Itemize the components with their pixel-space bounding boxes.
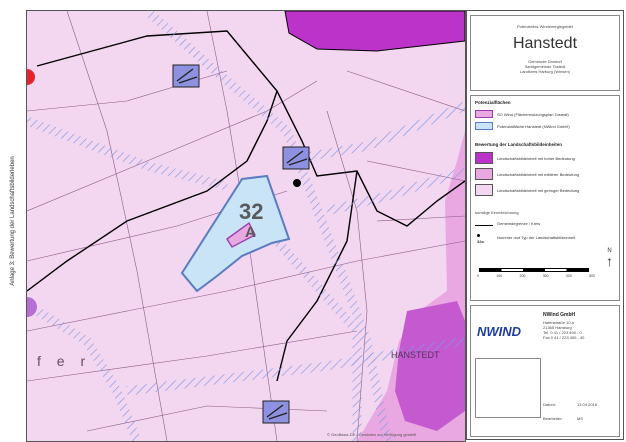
red-marker — [27, 69, 35, 85]
north-arrow-icon: N ↑ — [606, 248, 613, 269]
legend-item-medium: Landschaftsbildeinheit mit mittlerer Bed… — [497, 172, 580, 177]
town-label: HANSTEDT — [391, 350, 440, 360]
dot-symbol — [477, 234, 480, 237]
company-name: NWind GmbH — [543, 312, 576, 318]
wind-icon — [262, 400, 290, 424]
parcel-lines — [27, 11, 465, 441]
map-canvas[interactable]: 32 A HANSTEDT f e r © GeoBasis-DE / Geod… — [27, 11, 465, 441]
legend-title: Hanstedt — [512, 35, 578, 52]
legend-item-so-wind: SO Wind (Flächennutzungsplan Tostedt) — [497, 112, 569, 117]
legend-community: Gemeinde Dorstorf — [528, 59, 562, 64]
legend-joint-community: Samtgemeinde Tostedt — [524, 64, 566, 69]
legend-panel: Potenzielles Windenergiegebiet Hanstedt … — [466, 10, 624, 440]
area-symbol-label: 32a — [477, 239, 484, 244]
map-frame[interactable]: 32 A HANSTEDT f e r © GeoBasis-DE / Geod… — [26, 10, 466, 442]
legend-item-high: Landschaftsbildeinheit mit hoher Bedeutu… — [497, 156, 575, 161]
legend-company-block: NWIND NWind GmbH Hafenstraße 10 a 21365 … — [470, 305, 620, 437]
wind-icon — [282, 146, 310, 170]
notes-block — [475, 358, 541, 418]
legend-item-low: Landschaftsbildeinheit mit geringer Bede… — [497, 188, 580, 193]
community-border — [27, 30, 465, 382]
high-value-region-right — [395, 301, 465, 431]
company-address: Hafenstraße 10 a 21365 Hamburg Tel. 0 41… — [543, 320, 585, 340]
map-copyright: © GeoBasis-DE / Geodaten zur Verfügung g… — [327, 432, 417, 437]
vertical-caption: Anlage 3: Bewertung der Landschaftsbilde… — [2, 0, 24, 442]
high-value-region-top — [284, 11, 465, 52]
vertical-caption-text: Anlage 3: Bewertung der Landschaftsbilde… — [10, 156, 16, 286]
author-value: MS — [577, 416, 583, 421]
legend-item-potential: Potenzialfläche Hanstedt (NWind GmbH) — [497, 124, 570, 129]
so-wind-area[interactable] — [226, 221, 256, 248]
date-label: Datum: — [543, 402, 556, 407]
legend-title-block: Potenzielles Windenergiegebiet Hanstedt … — [470, 15, 620, 91]
swatch-low — [475, 184, 493, 196]
left-purple-fragment — [27, 297, 37, 317]
legend-subtitle: Potenzielles Windenergiegebiet — [516, 24, 574, 29]
legend-key-block: Potenzialflächen SO Wind (Flächennutzung… — [470, 95, 620, 301]
swatch-potential — [475, 122, 493, 130]
wind-icon — [172, 64, 200, 88]
swatch-so-wind — [475, 110, 493, 118]
scale-labels: 0 100 200 300 400 500 — [477, 274, 595, 278]
author-label: Bearbeiter: — [543, 416, 563, 421]
location-point — [293, 179, 301, 187]
road-corridors — [27, 11, 465, 441]
rating-header: Bewertung der Landschaftsbildeinheiten — [475, 142, 563, 147]
other-header: sonstige Kennzeichnung — [475, 210, 519, 215]
legend-item-area-number: Nummer und Typ der Landschaftsbildeinhei… — [497, 235, 576, 240]
legend-item-border: Gemeindegrenze / Kreis — [497, 221, 541, 226]
potential-header: Potenzialflächen — [475, 100, 511, 105]
swatch-border — [475, 220, 493, 226]
area-number-label: 32 — [239, 199, 263, 224]
fragment-label: f e r — [37, 353, 91, 369]
swatch-high — [475, 152, 493, 164]
area-letter-label: A — [245, 224, 256, 241]
swatch-medium — [475, 168, 493, 180]
date-value: 13.04.2016 — [577, 402, 598, 407]
company-logo: NWIND — [477, 324, 522, 339]
scale-bar — [479, 268, 589, 272]
legend-district: Landkreis Harburg (Winsen) — [519, 69, 571, 74]
